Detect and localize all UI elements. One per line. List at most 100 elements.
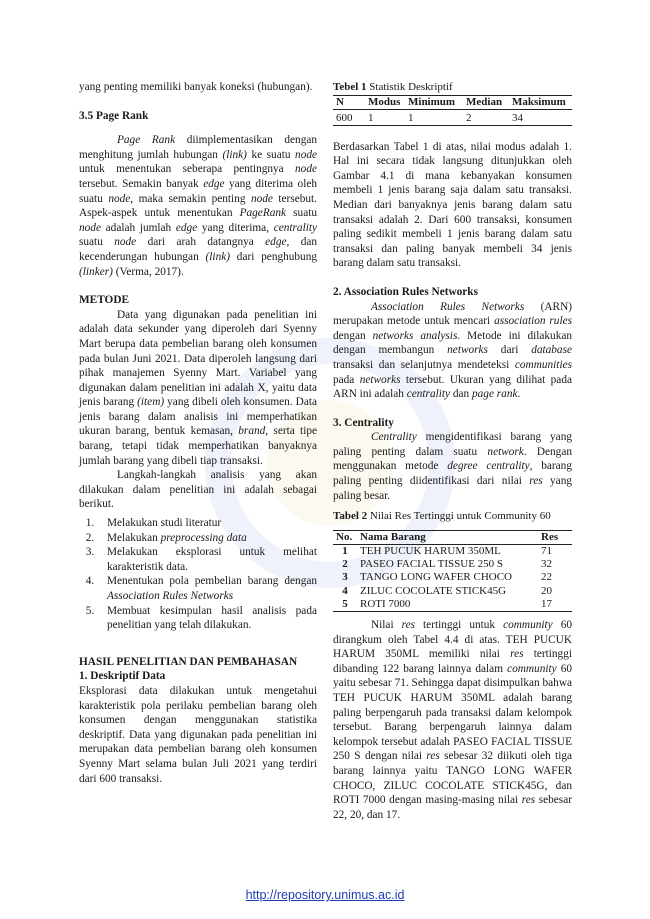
italic-text: (item) bbox=[137, 396, 165, 409]
text-run: dengan bbox=[333, 329, 373, 342]
italic-text: node bbox=[108, 192, 131, 205]
italic-text: node bbox=[250, 192, 273, 205]
table-cell: 71 bbox=[541, 545, 552, 558]
right-column: Tebel 1 Statistik Deskriptif N Modus Min… bbox=[333, 80, 572, 822]
table-cell: 17 bbox=[538, 597, 572, 613]
text-run: Data yang digunakan pada penelitian ini … bbox=[79, 308, 317, 409]
italic-text: community bbox=[503, 619, 553, 632]
pagerank-paragraph: Page Rank diimplementasikan dengan mengh… bbox=[79, 133, 317, 279]
italic-text: node bbox=[114, 236, 137, 249]
table-cell: 20 bbox=[541, 584, 552, 597]
italic-text: (link) bbox=[222, 148, 247, 161]
table-cell: 1 bbox=[405, 109, 463, 126]
table-cell: ROTI 7000 bbox=[357, 597, 538, 613]
table-header-row: No. Nama Barang Res bbox=[333, 529, 572, 546]
text-run: yang dibeli oleh konsumen. Data jenis ba… bbox=[79, 396, 317, 438]
table-header-cell: Maksimum bbox=[509, 94, 572, 110]
list-item: Melakukan studi literatur bbox=[97, 516, 317, 531]
table-cell: TEH PUCUK HARUM 350ML bbox=[360, 545, 501, 558]
text-run: suatu bbox=[79, 236, 115, 249]
text-run: . bbox=[517, 388, 521, 401]
table-header-cell: Nama Barang bbox=[357, 529, 538, 546]
table-row: 600 1 1 2 34 bbox=[333, 109, 572, 126]
table-cell: 32 bbox=[541, 558, 552, 571]
text-run: dan bbox=[450, 388, 472, 401]
text-run: yang diterima, bbox=[197, 221, 274, 234]
text-run: tersebut. Semakin banyak bbox=[79, 177, 204, 190]
deskriptif-paragraph: Eksplorasi data dilakukan untuk mengetah… bbox=[79, 684, 317, 785]
italic-text: PageRank bbox=[239, 207, 287, 220]
italic-text: res bbox=[510, 648, 524, 661]
table-header-cell: Res bbox=[538, 529, 572, 546]
table-cell: TANGO LONG WAFER CHOCO bbox=[360, 571, 513, 584]
table2-caption-label: Tabel 2 bbox=[333, 510, 368, 523]
italic-text: node bbox=[295, 148, 318, 161]
text-run: sebesar 32 diikuti oleh tiga barang lain… bbox=[333, 750, 572, 807]
table-cell: 22 bbox=[541, 571, 552, 584]
text-run: yang diterima oleh suatu bbox=[79, 177, 317, 205]
descriptive-stats-table: N Modus Minimum Median Maksimum 600 1 1 … bbox=[333, 94, 572, 126]
text-run: dari bbox=[487, 344, 532, 357]
italic-text: networks analysis bbox=[372, 329, 458, 342]
text-run: , barang paling penting diidentifikasi d… bbox=[333, 460, 572, 488]
italic-text: res bbox=[529, 475, 543, 488]
heading-hasil: HASIL PENELITIAN DAN PEMBAHASAN bbox=[79, 655, 298, 668]
heading-centrality: 3. Centrality bbox=[333, 416, 394, 429]
table-row: 3 TANGO LONG WAFER CHOCO 22 bbox=[333, 571, 572, 584]
metode-paragraph: Data yang digunakan pada penelitian ini … bbox=[79, 308, 317, 469]
text-run: diimplementasikan dengan menghitung juml… bbox=[79, 134, 318, 161]
text-run: 60 yaitu sebesar 71. Sehingga dapat disi… bbox=[333, 662, 573, 763]
text-run: Menentukan pola pembelian barang dengan bbox=[107, 575, 317, 588]
italic-text: centrality bbox=[406, 388, 451, 401]
repository-link[interactable]: http://repository.unimus.ac.id bbox=[245, 888, 405, 902]
text-run: sebesar 22, 20, dan 17. bbox=[333, 794, 572, 821]
italic-text: networks bbox=[447, 344, 488, 357]
italic-text: Centrality bbox=[371, 431, 417, 444]
watermark-seal-center bbox=[267, 400, 393, 526]
text-run: untuk menentukan seberapa pentingnya bbox=[79, 163, 296, 176]
text-run: Melakukan eksplorasi untuk melihat karak… bbox=[107, 546, 317, 573]
text-run: tersebut. Ukuran yang dilihat pada ARN i… bbox=[333, 373, 572, 401]
table-header-cell: Median bbox=[463, 94, 509, 110]
italic-text: degree centrality bbox=[447, 460, 530, 473]
text-run: tertinggi dibanding 122 barang lainnya d… bbox=[333, 648, 572, 675]
text-run: adalah jumlah bbox=[100, 221, 176, 234]
italic-text: association rules bbox=[494, 315, 572, 328]
text-run: , dan kecenderungan hubungan bbox=[79, 236, 317, 263]
italic-text: preprocessing data bbox=[160, 531, 247, 544]
table-cell: 2 bbox=[463, 109, 509, 126]
left-column: yang penting memiliki banyak koneksi (hu… bbox=[79, 80, 317, 786]
text-run: (Verma, 2017). bbox=[112, 265, 184, 278]
italic-text: communities bbox=[514, 358, 572, 371]
text-run: yang paling besar. bbox=[333, 475, 572, 502]
text-run: . Metode ini dilakukan dengan membangun bbox=[333, 329, 573, 357]
arn-paragraph: Association Rules Networks (ARN) merupak… bbox=[333, 300, 572, 402]
table-cell: 2 bbox=[342, 558, 348, 571]
table1-caption-label: Tebel 1 bbox=[333, 81, 367, 93]
table-header-cell: Minimum bbox=[405, 94, 463, 110]
table-header-cell: N bbox=[333, 94, 365, 110]
text-run: dari penghubung bbox=[230, 250, 318, 263]
list-item: Membuat kesimpulan hasil analisis pada p… bbox=[97, 604, 317, 633]
italic-text: community bbox=[507, 662, 557, 675]
text-run: 60 dirangkum oleh Tabel 4.4 di atas. TEH… bbox=[333, 619, 573, 661]
list-item: Menentukan pola pembelian barang dengan … bbox=[97, 574, 317, 603]
text-run: ke suatu bbox=[246, 148, 296, 161]
table-cell: 5 bbox=[333, 597, 357, 613]
table1-caption-text: Statistik Deskriptif bbox=[366, 81, 453, 93]
italic-text: brand bbox=[238, 425, 266, 438]
table-row: 5 ROTI 7000 17 bbox=[333, 597, 572, 613]
steps-list: Melakukan studi literatur Melakukan prep… bbox=[79, 516, 317, 633]
text-run: suatu bbox=[286, 207, 317, 220]
heading-metode: METODE bbox=[79, 294, 130, 307]
text-run: Melakukan bbox=[107, 531, 161, 544]
italic-text: edge bbox=[175, 221, 198, 234]
italic-text: Page Rank bbox=[117, 134, 176, 147]
italic-text: edge bbox=[203, 177, 225, 190]
table1-caption: Tebel 1 Statistik Deskriptif bbox=[333, 80, 572, 95]
italic-text: database bbox=[531, 344, 572, 357]
italic-text: res bbox=[401, 619, 416, 632]
table-cell: PASEO FACIAL TISSUE 250 S bbox=[360, 558, 504, 571]
text-run: , serta tipe barang, tetapi tidak memper… bbox=[79, 425, 317, 467]
italic-text: network bbox=[487, 445, 524, 458]
